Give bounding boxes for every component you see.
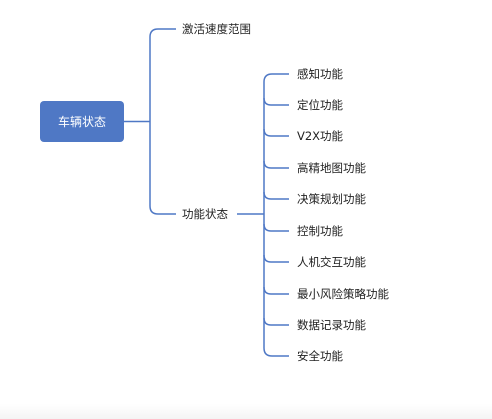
branch-speed-range[interactable]: 激活速度范围: [182, 22, 251, 36]
connector-function-7: [263, 254, 289, 263]
leaf-v2x[interactable]: V2X功能: [297, 129, 344, 143]
connector-function-6: [263, 223, 289, 232]
leaf-safety[interactable]: 安全功能: [297, 349, 343, 363]
bottom-shadow: [0, 404, 492, 419]
leaf-control[interactable]: 控制功能: [297, 224, 343, 238]
root-node-vehicle-status[interactable]: 车辆状态: [40, 101, 124, 142]
connector-function-2: [263, 97, 289, 106]
connector-branch-function-status: [149, 121, 176, 215]
connector-function-bottom: [263, 214, 289, 357]
connector-function-9: [263, 317, 289, 326]
connector-branch-speed-range: [149, 28, 176, 122]
leaf-minimal-risk[interactable]: 最小风险策略功能: [297, 287, 389, 301]
branch-function-status[interactable]: 功能状态: [182, 207, 228, 221]
connector-function-5: [263, 191, 289, 200]
leaf-hd-map[interactable]: 高精地图功能: [297, 161, 366, 175]
connector-function-top: [263, 73, 289, 214]
leaf-localization[interactable]: 定位功能: [297, 98, 343, 112]
connector-function-4: [263, 160, 289, 169]
connector-function-8: [263, 286, 289, 295]
leaf-hmi[interactable]: 人机交互功能: [297, 255, 366, 269]
root-node-label: 车辆状态: [57, 115, 106, 129]
leaf-perception[interactable]: 感知功能: [297, 67, 343, 81]
leaf-data-recording[interactable]: 数据记录功能: [297, 318, 366, 332]
leaf-decision-planning[interactable]: 决策规划功能: [297, 192, 366, 206]
connector-function-3: [263, 128, 289, 137]
